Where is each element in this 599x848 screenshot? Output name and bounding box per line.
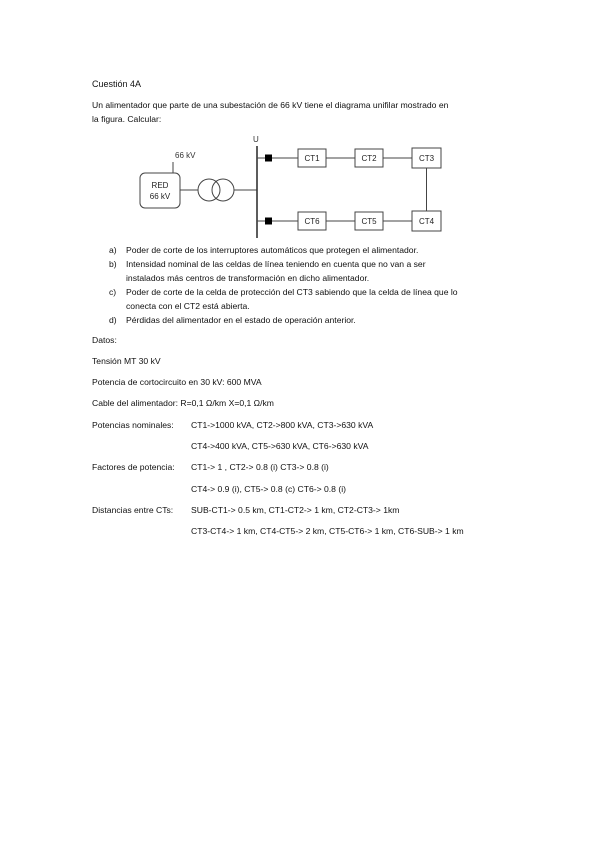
question-c-text-line-2: conecta con el CT2 está abierta. [126,301,250,311]
red-label: RED [152,181,169,190]
question-c-text-line-1: Poder de corte de la celda de protección… [126,287,458,297]
factores-line-2: CT4-> 0.9 (i), CT5-> 0.8 (c) CT6-> 0.8 (… [191,484,346,494]
question-title: Cuestión 4A [92,79,142,89]
question-b-text-line-2: instalados más centros de transformación… [126,273,370,283]
question-d-text: Pérdidas del alimentador en el estado de… [126,315,356,325]
breaker-bottom [265,217,272,225]
potencias-label: Potencias nominales: [92,420,174,430]
transformer-icon [197,178,235,202]
datos-heading: Datos: [92,335,117,345]
intro-text-line-2: la figura. Calcular: [92,114,162,124]
potencias-line-2: CT4->400 kVA, CT5->630 kVA, CT6->630 kVA [191,441,369,451]
factores-line-1: CT1-> 1 , CT2-> 0.8 (i) CT3-> 0.8 (i) [191,462,329,472]
distancias-label: Distancias entre CTs: [92,505,174,515]
ct3-label: CT3 [419,154,435,163]
ct4-box [411,210,442,232]
bus-label: U [253,135,259,144]
ct6-label: CT6 [304,217,320,226]
factores-label: Factores de potencia: [92,462,175,472]
question-a-text: Poder de corte de los interruptores auto… [126,245,419,255]
distancias-line-2: CT3-CT4-> 1 km, CT4-CT5-> 2 km, CT5-CT6-… [191,526,464,536]
intro-text-line-1: Un alimentador que parte de una subestac… [92,100,449,110]
question-b-letter: b) [109,259,117,269]
ct2-label: CT2 [361,154,377,163]
question-b-text-line-1: Intensidad nominal de las celdas de líne… [126,259,426,269]
breaker-top [265,154,272,162]
question-a-letter: a) [109,245,117,255]
question-d-letter: d) [109,315,117,325]
voltage-label: 66 kV [175,151,196,160]
ct1-label: CT1 [304,154,320,163]
question-c-letter: c) [109,287,117,297]
distancias-line-1: SUB-CT1-> 0.5 km, CT1-CT2-> 1 km, CT2-CT… [191,505,400,515]
ct5-label: CT5 [361,217,377,226]
cable-alimentador: Cable del alimentador: R=0,1 Ω/km X=0,1 … [92,398,274,408]
ct4-label: CT4 [419,217,435,226]
single-line-diagram: RED 66 kV 66 kV U CT1 CT2 CT3 [139,135,442,238]
red-network-box [139,172,181,209]
tension-mt: Tensión MT 30 kV [92,356,161,366]
red-voltage-label: 66 kV [150,192,171,201]
potencias-line-1: CT1->1000 kVA, CT2->800 kVA, CT3->630 kV… [191,420,374,430]
potencia-cortocircuito: Potencia de cortocircuito en 30 kV: 600 … [92,377,262,387]
